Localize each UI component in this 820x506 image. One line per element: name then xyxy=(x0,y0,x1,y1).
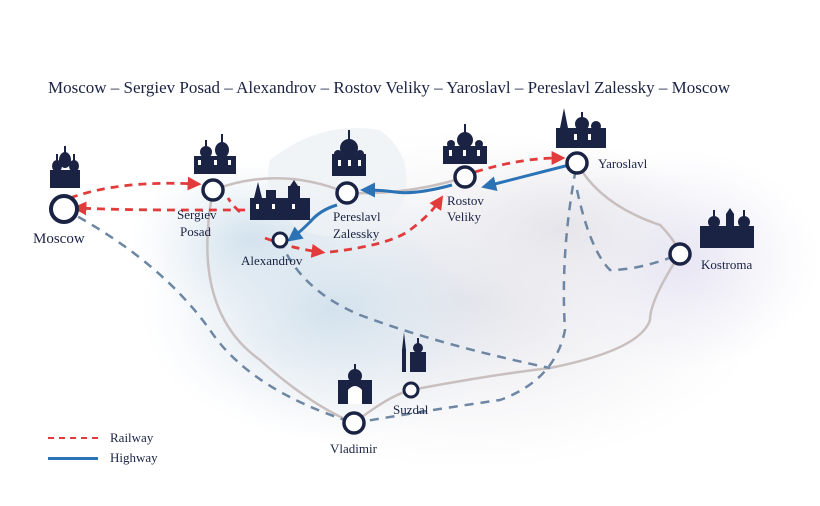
vladimir-node xyxy=(342,411,366,435)
route-title: Moscow – Sergiev Posad – Alexandrov – Ro… xyxy=(48,78,731,97)
vladimir-label: Vladimir xyxy=(330,441,378,456)
suzdal-node xyxy=(402,381,420,399)
golden-gate-icon xyxy=(338,364,372,404)
kremlin-icon xyxy=(250,180,310,220)
rostov-label-2: Veliky xyxy=(447,209,481,224)
ipatiev-monastery-icon xyxy=(700,208,754,248)
suzdal-churches-icon xyxy=(402,332,426,372)
pereslavl-label-2: Zalessky xyxy=(333,226,380,241)
legend-railway: Railway xyxy=(48,428,158,448)
rostov-node xyxy=(453,165,477,189)
suzdal-label: Suzdal xyxy=(393,402,429,417)
alexandrov-label: Alexandrov xyxy=(241,253,303,268)
st-basils-cathedral-icon xyxy=(50,146,80,188)
rostov-label-1: Rostov xyxy=(447,193,484,208)
monastery-icon xyxy=(332,130,366,176)
sergiev-posad-label-1: Sergiev xyxy=(177,207,217,222)
legend-highway: Highway xyxy=(48,448,158,468)
kostroma-node xyxy=(668,242,692,266)
railway-route xyxy=(69,151,566,258)
legend-railway-label: Railway xyxy=(110,430,154,445)
pereslavl-node xyxy=(335,181,359,205)
moscow-label: Moscow xyxy=(33,231,85,247)
moscow-node xyxy=(49,194,79,224)
dashed-road-network xyxy=(63,162,681,425)
pereslavl-label-1: Pereslavl xyxy=(333,209,381,224)
map-legend: Railway Highway xyxy=(48,428,158,468)
rostov-kremlin-icon xyxy=(443,124,487,164)
kostroma-label: Kostroma xyxy=(701,257,753,272)
trinity-lavra-icon xyxy=(194,134,236,174)
sergiev-posad-label-2: Posad xyxy=(180,224,212,239)
legend-highway-label: Highway xyxy=(110,450,158,465)
alexandrov-node xyxy=(271,231,289,249)
church-of-elijah-icon xyxy=(556,108,606,148)
railway-swatch xyxy=(48,437,98,439)
yaroslavl-label: Yaroslavl xyxy=(598,156,648,171)
sergiev-posad-node xyxy=(201,178,225,202)
yaroslavl-node xyxy=(565,151,589,175)
highway-swatch xyxy=(48,456,98,460)
